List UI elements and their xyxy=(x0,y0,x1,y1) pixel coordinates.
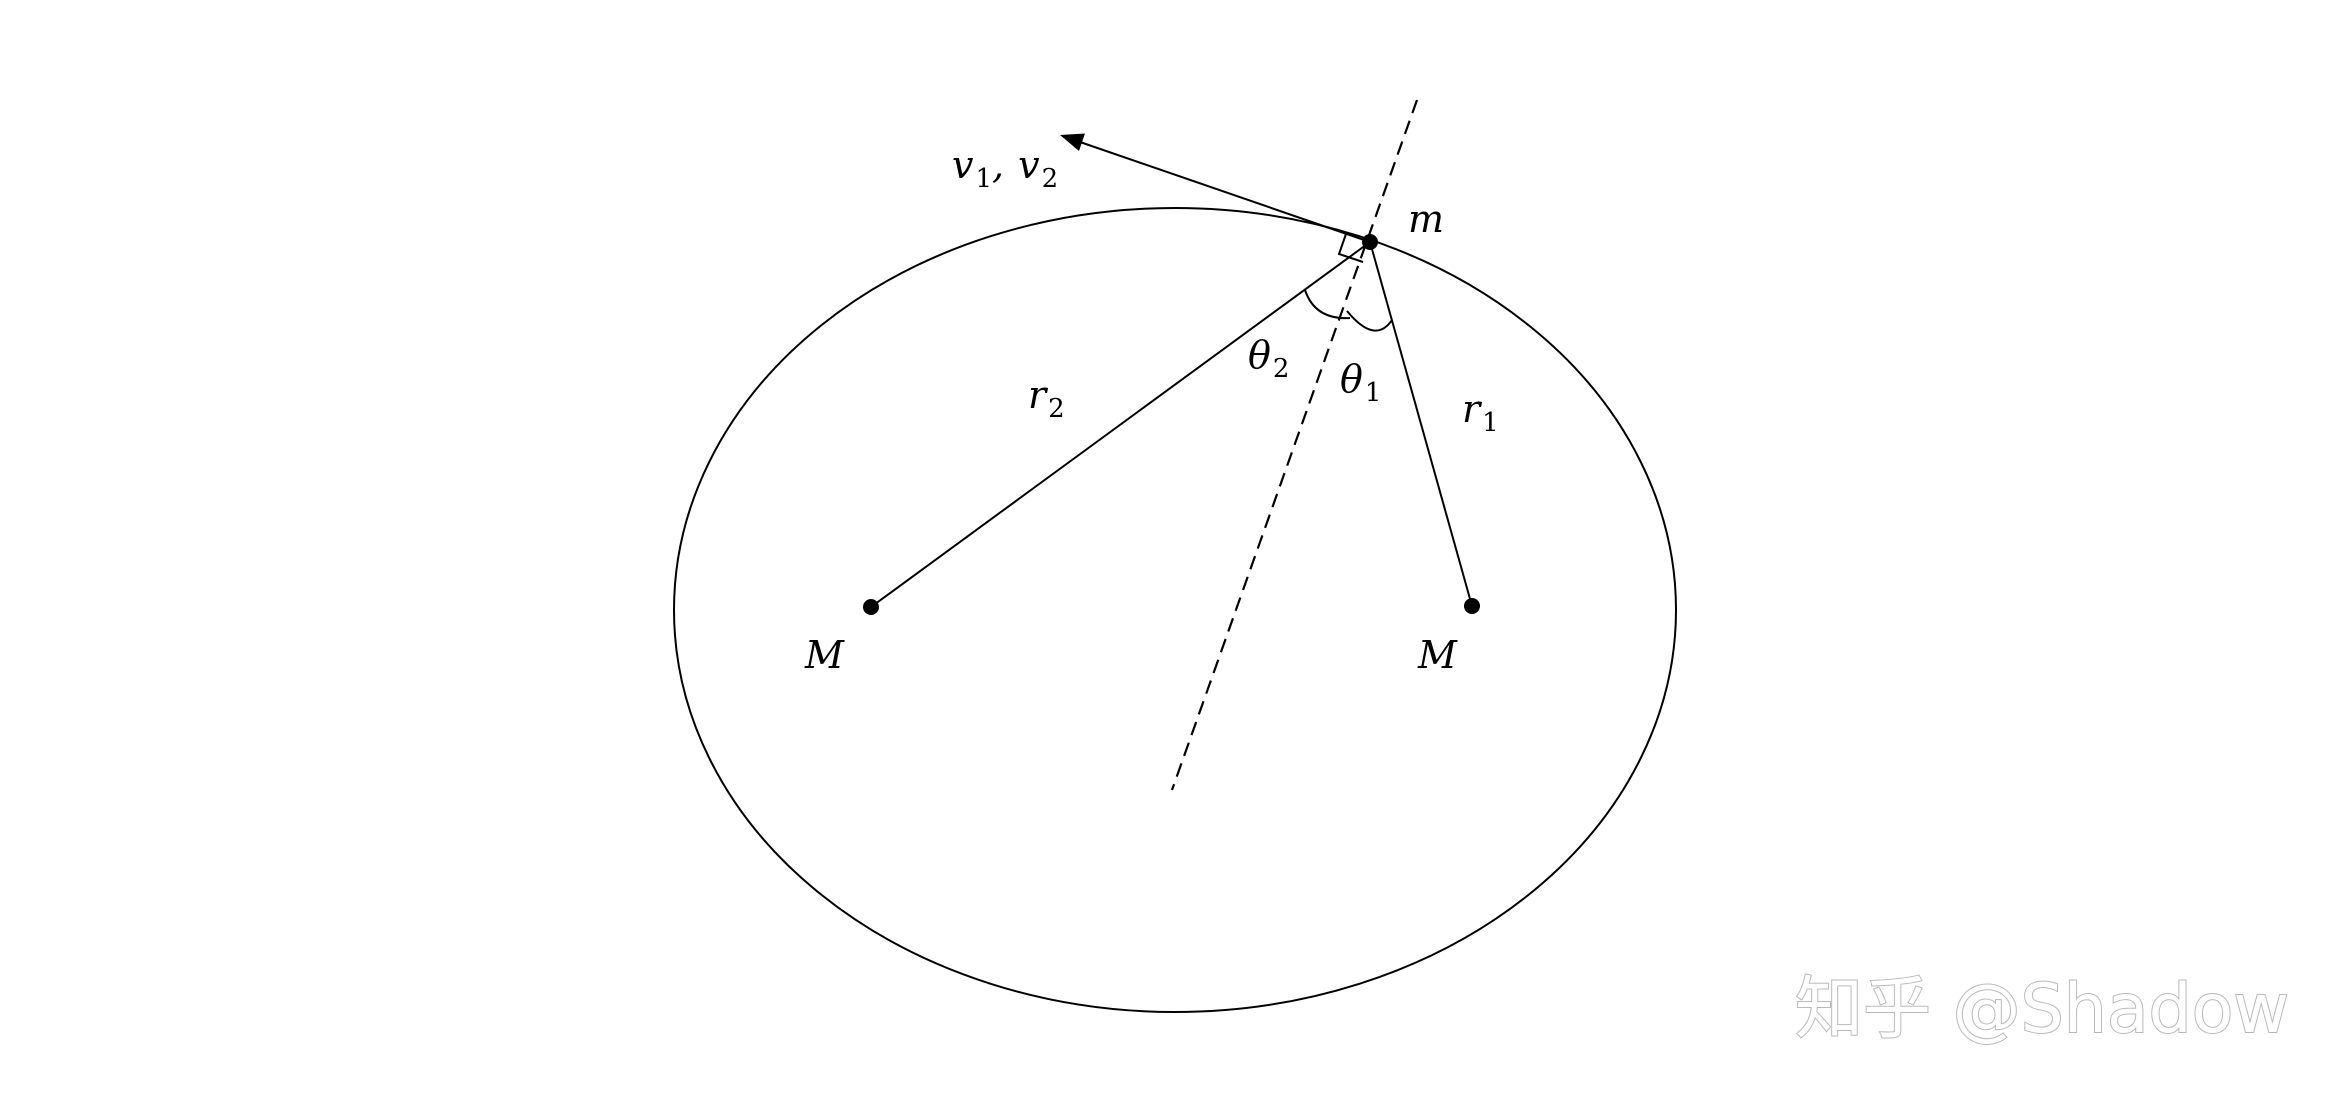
r1-line xyxy=(1369,241,1473,607)
label-theta2-main: θ xyxy=(1248,333,1271,377)
label-r1-main: r xyxy=(1462,387,1483,431)
label-theta2-sub: 2 xyxy=(1273,354,1290,384)
label-separator: , xyxy=(992,143,1004,187)
label-r1: r1 xyxy=(1462,387,1499,438)
theta2-angle-arc xyxy=(1304,289,1351,320)
label-v2-main: v xyxy=(1018,143,1040,187)
velocity-arrowhead xyxy=(1060,133,1085,151)
label-r2-main: r xyxy=(1028,373,1049,417)
theta1-angle-arc xyxy=(1346,310,1393,332)
label-r2-sub: 2 xyxy=(1048,394,1065,424)
focus-mass-left-point xyxy=(863,599,879,615)
label-v1-v2: v1,v2 xyxy=(952,143,1058,194)
orbit-ellipse xyxy=(673,207,1677,1013)
normal-dashed-line xyxy=(1170,99,1419,791)
label-m: m xyxy=(1408,197,1444,241)
r2-line xyxy=(870,241,1371,608)
watermark-text: 知乎 @Shadow xyxy=(1795,970,2289,1049)
label-theta2: θ2 xyxy=(1248,333,1289,384)
label-r1-sub: 1 xyxy=(1482,408,1499,438)
label-v1-main: v xyxy=(952,143,974,187)
moving-mass-m-point xyxy=(1362,234,1378,250)
velocity-tangent-line xyxy=(1079,141,1371,243)
label-M-left: M xyxy=(804,633,845,677)
label-theta1-main: θ xyxy=(1340,357,1363,401)
focus-mass-right-point xyxy=(1464,598,1480,614)
label-r2: r2 xyxy=(1028,373,1065,424)
label-v1-sub: 1 xyxy=(975,164,992,194)
label-theta1-sub: 1 xyxy=(1365,378,1382,408)
label-v2-sub: 2 xyxy=(1042,164,1059,194)
label-theta1: θ1 xyxy=(1340,357,1381,408)
right-angle-marker xyxy=(1337,233,1364,263)
label-M-right: M xyxy=(1417,633,1458,677)
